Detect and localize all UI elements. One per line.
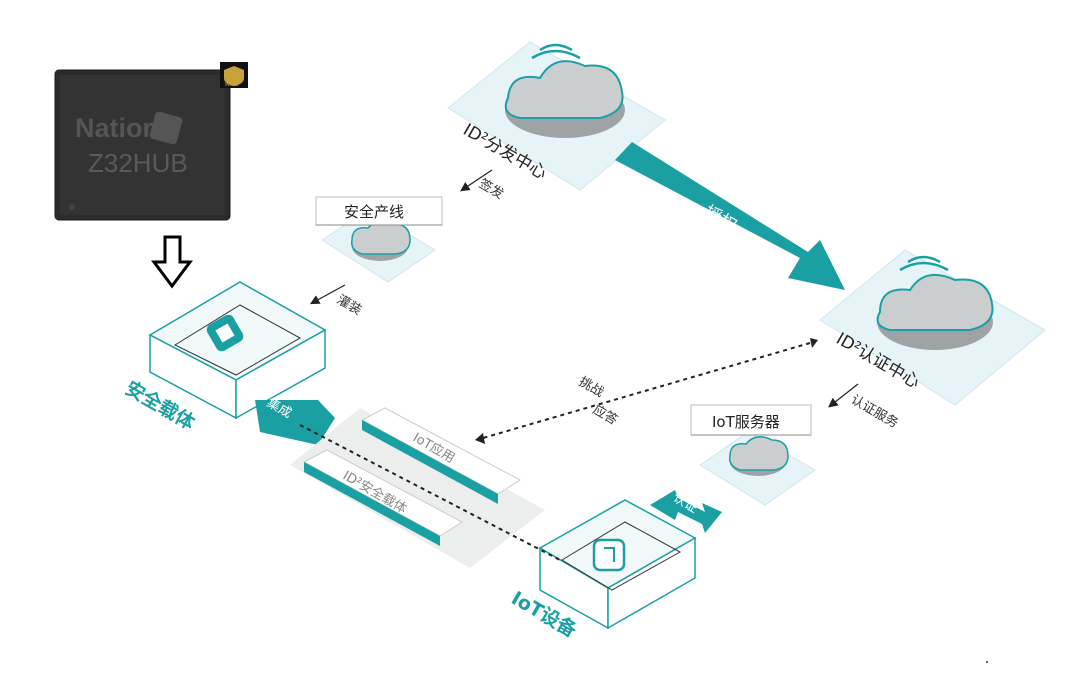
lock-icon [592,538,626,572]
integrate-dashed-line [299,424,561,561]
production-line-label: 安全产线 [344,203,404,221]
burn-arrow [309,284,346,305]
iot-app-node [360,407,521,504]
auth-service-label: 认证服务 [848,392,901,432]
challenge-label: 挑战 [576,374,606,400]
response-label: 应答 [590,402,621,429]
issue-label: 签发 [476,176,507,203]
down-arrow-icon [151,235,193,289]
burn-label: 灌装 [334,292,364,318]
id2-carrier-node [302,449,463,546]
cloud-icon [504,60,625,138]
app-group [290,407,545,568]
chip-icon [206,314,244,352]
iot-server-label: IoT服务器 [712,413,780,431]
challenge-response-line [482,342,811,439]
auth-center-node [819,249,1046,406]
chip-model: Z32HUB [88,148,188,178]
chip-brand: Nation [75,113,159,143]
shield-badge-icon: INSIDE [220,62,248,88]
production-line-node [315,196,443,283]
authorize-arrow [615,142,845,290]
distribution-center-node [447,41,666,191]
cloud-icon [876,273,994,350]
chip-image: Nation Z32HUB [54,69,231,221]
iot-server-node [690,404,816,506]
iot-device-node [538,499,697,630]
issue-arrow [460,169,493,192]
badge-text: INSIDE [225,82,239,87]
authenticate-arrow [650,490,722,533]
auth-service-arrow [828,383,859,408]
security-carrier-node [148,281,327,420]
